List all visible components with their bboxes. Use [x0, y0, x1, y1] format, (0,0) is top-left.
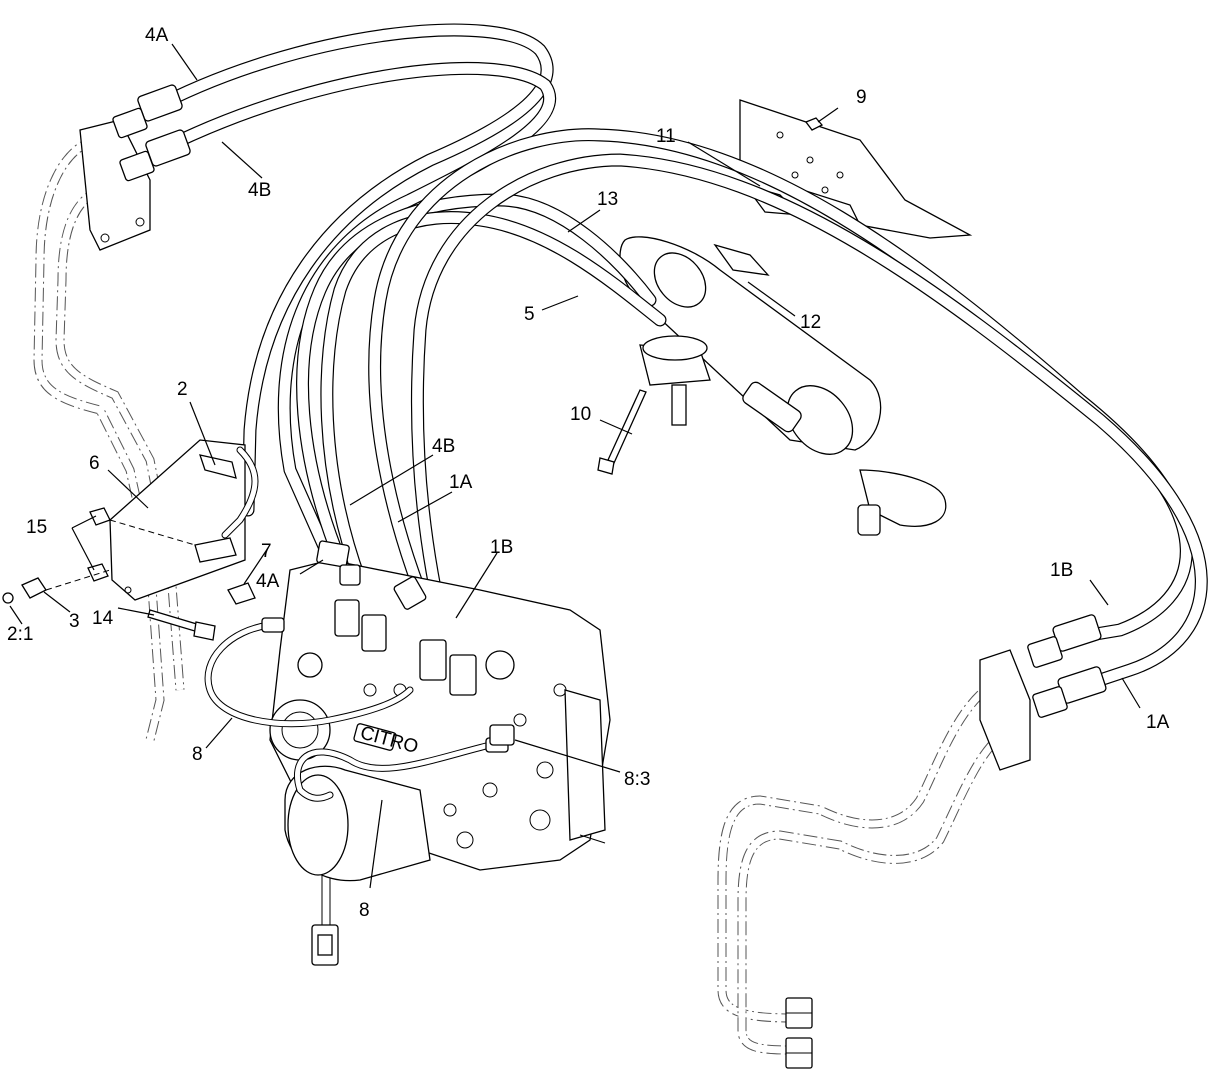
callout-15: 15 — [26, 517, 47, 538]
callout-1B-mid: 1B — [490, 537, 513, 558]
callout-5: 5 — [524, 304, 535, 325]
top-left-fittings — [79, 84, 191, 251]
callout-2-1: 2:1 — [7, 624, 33, 645]
tube-8 — [204, 617, 515, 802]
hose-4A — [143, 23, 554, 517]
callout-9: 9 — [856, 87, 867, 108]
callout-13: 13 — [597, 189, 618, 210]
callout-6: 6 — [89, 453, 100, 474]
callout-1A-mid: 1A — [449, 472, 473, 493]
phantom-fittings — [785, 997, 813, 1069]
bracket-6 — [109, 439, 259, 601]
callout-14: 14 — [92, 608, 114, 629]
hose-13 — [296, 193, 657, 567]
right-fittings — [979, 614, 1107, 771]
solenoid-connector — [311, 875, 339, 966]
callout-8-left: 8 — [192, 744, 203, 765]
callout-labels: 4A 4B 9 11 13 5 12 2 10 6 4B 1A 15 1B 7 … — [7, 25, 1170, 921]
callout-4A-top: 4A — [145, 25, 169, 46]
callout-4B-mid: 4B — [432, 436, 455, 457]
hose-1A — [410, 153, 1208, 697]
hose-4B — [153, 62, 557, 567]
hardware-15-3-2-1-7-14 — [2, 507, 256, 641]
callout-3: 3 — [69, 611, 80, 632]
callout-8-3: 8:3 — [624, 769, 650, 790]
steering-cylinder — [619, 236, 947, 536]
callout-4A-mid: 4A — [256, 571, 280, 592]
hose-5 — [320, 211, 667, 587]
phantom-tubes-right — [717, 675, 1013, 1055]
pump-fittings — [316, 540, 477, 696]
mounting-bracket-9 — [739, 99, 973, 239]
callout-10: 10 — [570, 404, 591, 425]
callout-12: 12 — [800, 312, 821, 333]
callout-7: 7 — [261, 541, 272, 562]
callout-11: 11 — [656, 126, 676, 147]
callout-8-bottom: 8 — [359, 900, 370, 921]
callout-4B-top: 4B — [248, 180, 271, 201]
callout-1B-right: 1B — [1050, 560, 1073, 581]
hydraulic-pump: CITRO — [269, 559, 611, 882]
bolt-10 — [597, 389, 647, 475]
phantom-tubes-left — [33, 135, 185, 742]
callout-2: 2 — [177, 379, 188, 400]
leader-lines — [9, 43, 1141, 889]
callout-1A-right: 1A — [1146, 712, 1170, 733]
